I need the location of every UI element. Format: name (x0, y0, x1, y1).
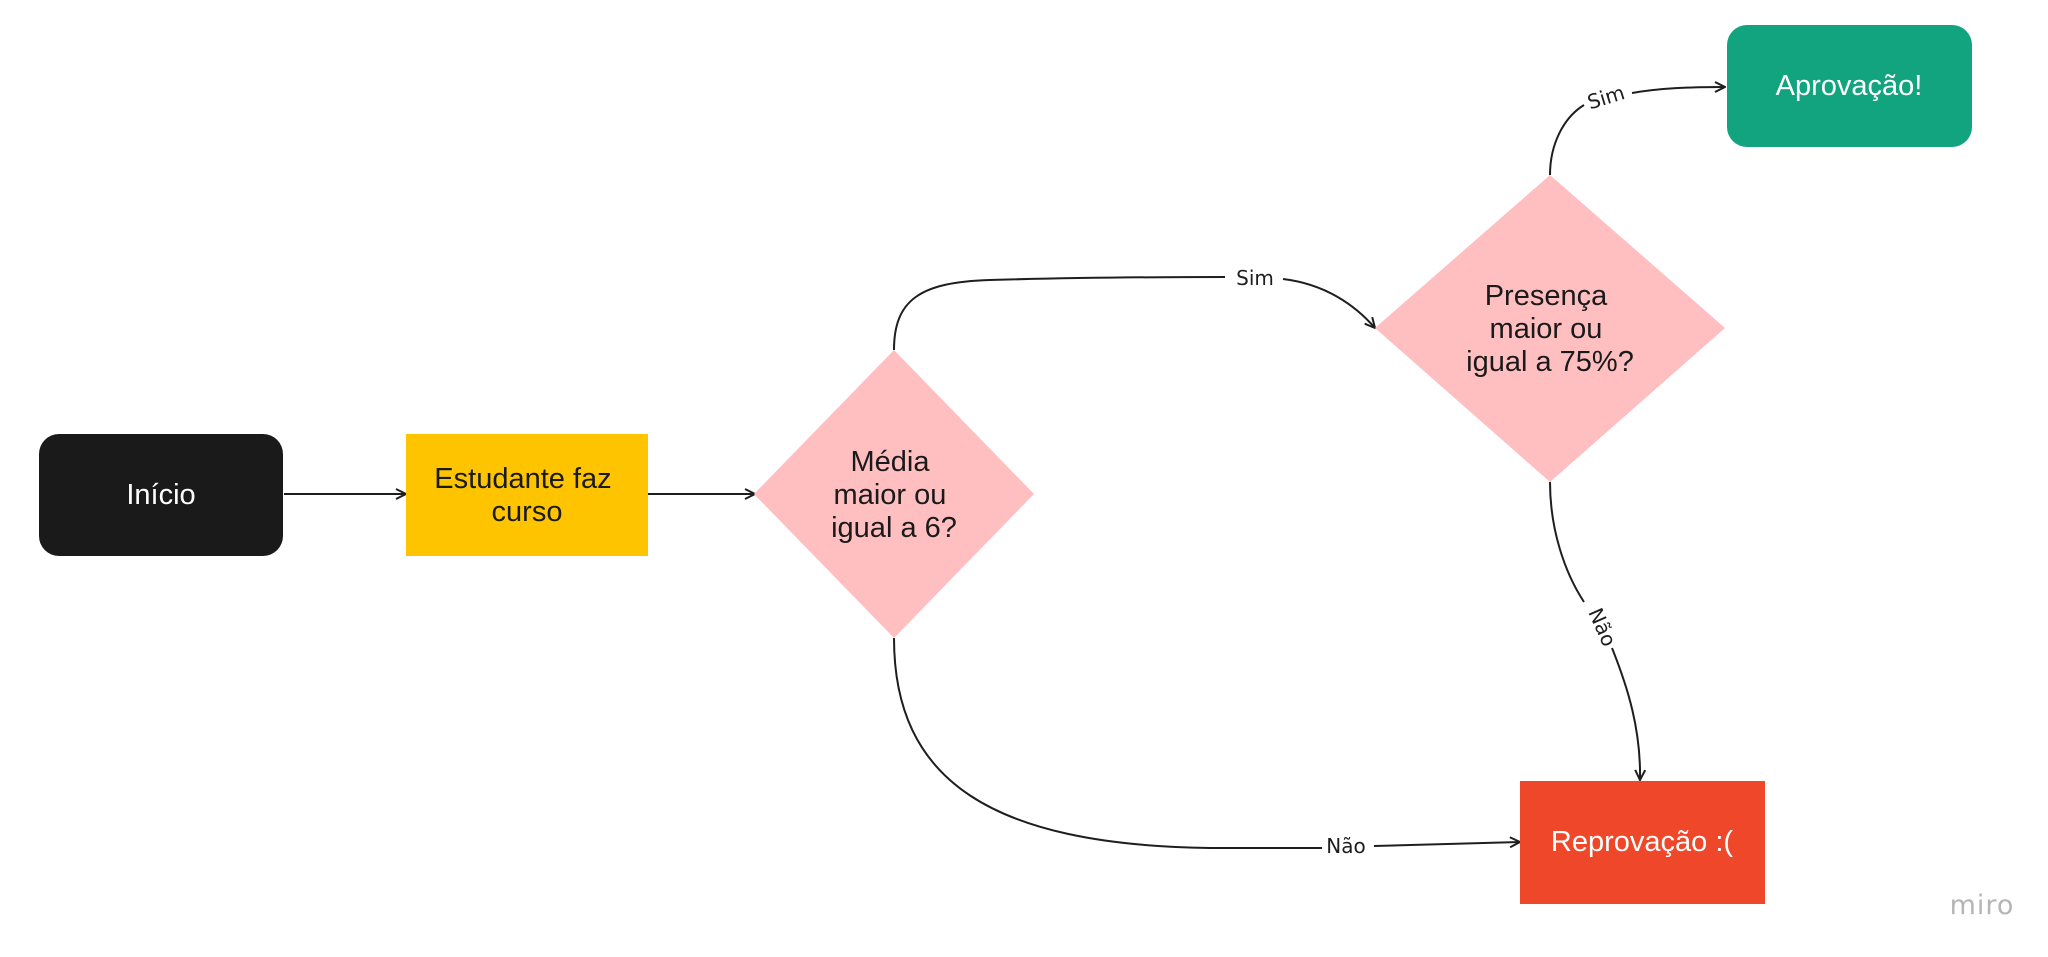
edge-label-grade-no: Não (1326, 834, 1365, 858)
course-shape (406, 434, 648, 556)
course-label-line-1: Estudante faz (434, 463, 611, 495)
attendance-decision-line-3: igual a 75%? (1466, 346, 1634, 378)
edges (284, 87, 1725, 849)
grade-decision-line-1: Média (850, 446, 930, 478)
edge-label-attendance-yes: Sim (1584, 80, 1627, 114)
node-attendance-decision[interactable]: Presença maior ou igual a 75%? (1375, 175, 1725, 482)
attendance-decision-label: Presença maior ou igual a 75%? (1466, 280, 1634, 378)
grade-decision-label: Média maior ou igual a 6? (831, 446, 957, 544)
edge-grade-yes[interactable] (893, 276, 1226, 351)
attendance-decision-line-2: maior ou (1490, 313, 1603, 345)
attendance-decision-line-1: Presença (1485, 280, 1608, 312)
edge-grade-no[interactable] (893, 637, 1322, 849)
rejected-shape (1520, 781, 1765, 904)
miro-watermark-logo: miro (1950, 890, 2015, 921)
edge-attendance-yes[interactable] (1549, 104, 1585, 176)
grade-decision-line-3: igual a 6? (831, 512, 957, 544)
edge-labels: Sim Não Sim Não (1236, 80, 1627, 858)
node-start[interactable]: Início (39, 434, 283, 556)
course-label-line-2: curso (492, 496, 563, 528)
attendance-decision-shape (1375, 175, 1725, 482)
node-approved[interactable]: Aprovação! (1727, 25, 1972, 147)
rejected-label: Reprovação :( (1551, 826, 1733, 858)
edge-label-grade-yes: Sim (1236, 266, 1274, 290)
grade-decision-shape (754, 350, 1034, 638)
edge-attendance-no[interactable] (1549, 481, 1585, 603)
edge-attendance-no-tail[interactable] (1611, 647, 1640, 780)
edge-attendance-yes-tail[interactable] (1631, 87, 1725, 94)
edge-label-attendance-no: Não (1583, 604, 1621, 650)
edge-grade-no-tail[interactable] (1373, 842, 1520, 846)
approved-label: Aprovação! (1776, 70, 1923, 102)
grade-decision-line-2: maior ou (834, 479, 947, 511)
course-label: Estudante faz curso (434, 463, 619, 528)
edge-grade-yes-tail[interactable] (1282, 278, 1375, 328)
start-shape (39, 434, 283, 556)
node-grade-decision[interactable]: Média maior ou igual a 6? (754, 350, 1034, 638)
node-course[interactable]: Estudante faz curso (406, 434, 648, 556)
node-rejected[interactable]: Reprovação :( (1520, 781, 1765, 904)
approved-shape (1727, 25, 1972, 147)
start-label: Início (126, 479, 195, 511)
